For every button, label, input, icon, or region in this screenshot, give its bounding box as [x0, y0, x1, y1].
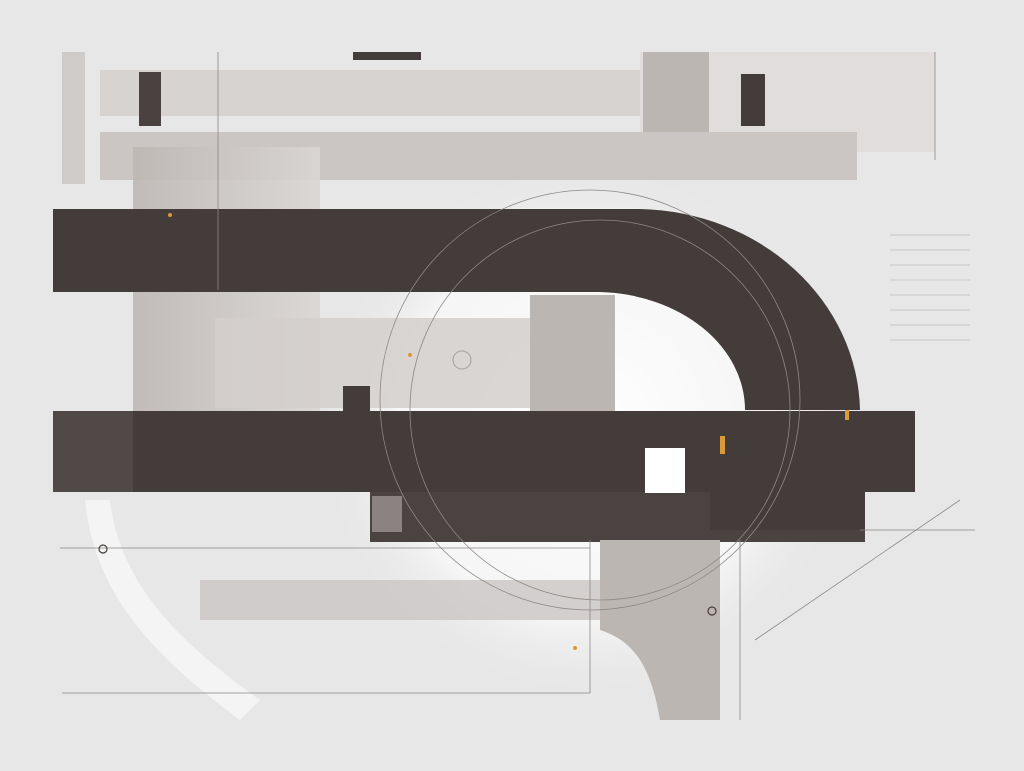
- lower-gray-band: [200, 580, 600, 620]
- top-small-dark-bar: [353, 52, 421, 60]
- thin-lines: [60, 52, 975, 720]
- left-white-curve: [85, 500, 260, 720]
- dark-small-block: [343, 386, 370, 446]
- dark-lower-band-highlight: [53, 411, 133, 492]
- top-dark-block-right: [741, 74, 765, 126]
- white-small-square: [645, 448, 685, 493]
- middle-light-panel: [215, 318, 530, 408]
- top-dark-block: [139, 72, 161, 126]
- left-vertical-bar: [62, 52, 85, 184]
- center-gray-block: [530, 295, 615, 420]
- accent-marks: [168, 213, 849, 650]
- dark-right-step: [710, 440, 865, 530]
- top-band: [100, 70, 640, 116]
- small-circles: [98, 350, 902, 616]
- light-inset: [372, 496, 402, 532]
- dark-curved-band: [53, 209, 860, 410]
- stripe-lines: [890, 234, 970, 341]
